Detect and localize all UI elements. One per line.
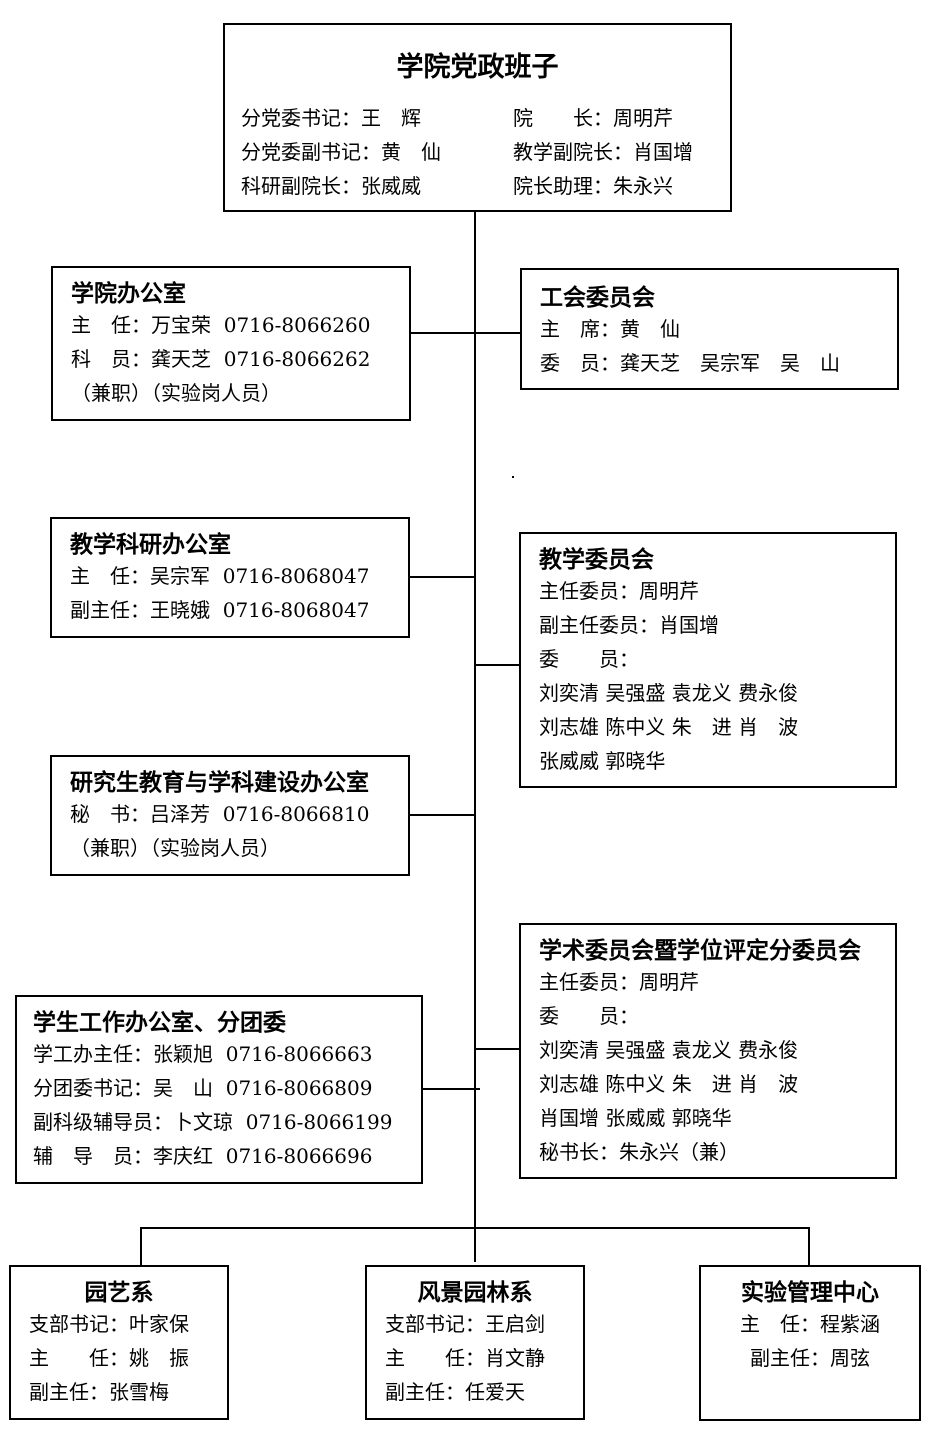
lab-center-box: 实验管理中心 主 任：程紫涵 副主任：周弦 (699, 1265, 921, 1421)
drop-horticulture (140, 1227, 142, 1265)
landscape-row: 主 任：肖文静 (385, 1346, 545, 1370)
lab-center-row: 主 任：程紫涵 (740, 1312, 880, 1336)
academic-committee-row: 肖国增 张威威 郭晓华 (539, 1106, 732, 1130)
branch-teaching-office (410, 576, 476, 578)
teaching-committee-row: 张威威 郭晓华 (539, 749, 666, 773)
student-office-row: 辅 导 员：李庆红 0716-8066696 (33, 1144, 373, 1168)
academic-committee-row: 刘奕清 吴强盛 袁龙义 费永俊 (539, 1038, 799, 1062)
teaching-committee-box: 教学委员会 主任委员：周明芹 副主任委员：肖国增 委 员： 刘奕清 吴强盛 袁龙… (519, 532, 897, 788)
teaching-committee-title: 教学委员会 (539, 546, 654, 573)
teaching-office-row: 主 任：吴宗军 0716-8068047 (70, 564, 370, 588)
academic-committee-box: 学术委员会暨学位评定分委员会 主任委员：周明芹 委 员： 刘奕清 吴强盛 袁龙义… (519, 923, 897, 1179)
academic-committee-title: 学术委员会暨学位评定分委员会 (539, 937, 861, 964)
horticulture-box: 园艺系 支部书记：叶家保 主 任：姚 振 副主任：张雪梅 (9, 1265, 229, 1420)
student-office-row: 分团委书记：吴 山 0716-8066809 (33, 1076, 373, 1100)
grad-office-box: 研究生教育与学科建设办公室 秘 书：吕泽芳 0716-8066810 （兼职）（… (50, 755, 410, 876)
branch-student-office (422, 1088, 480, 1090)
teaching-office-title: 教学科研办公室 (70, 531, 231, 558)
office-row: 科 员：龚天芝 0716-8066262 (71, 347, 371, 371)
leadership-row: 科研副院长：张威威院长助理：朱永兴 (241, 174, 673, 198)
office-title: 学院办公室 (71, 280, 186, 307)
horticulture-row: 支部书记：叶家保 (29, 1312, 189, 1336)
landscape-box: 风景园林系 支部书记：王启剑 主 任：肖文静 副主任：任爱天 (365, 1265, 585, 1420)
teaching-committee-row: 主任委员：周明芹 (539, 579, 699, 603)
union-row: 主 席：黄 仙 (540, 317, 680, 341)
student-office-row: 学工办主任：张颖旭 0716-8066663 (33, 1042, 373, 1066)
drop-lab-center (808, 1227, 810, 1265)
branch-academic-committee (474, 1048, 522, 1050)
horticulture-title: 园艺系 (84, 1279, 154, 1306)
office-row: （兼职）（实验岗人员） (71, 381, 281, 405)
teaching-committee-row: 刘志雄 陈中义 朱 进 肖 波 (539, 715, 799, 739)
landscape-title: 风景园林系 (417, 1279, 533, 1306)
leadership-box: 学院党政班子 分党委书记：王 辉院 长：周明芹 分党委副书记：黄 仙教学副院长：… (223, 23, 732, 212)
academic-committee-row: 主任委员：周明芹 (539, 970, 699, 994)
teaching-office-box: 教学科研办公室 主 任：吴宗军 0716-8068047 副主任：王晓娥 071… (50, 517, 410, 638)
bottom-bus-line (140, 1227, 810, 1229)
teaching-office-row: 副主任：王晓娥 0716-8068047 (70, 598, 370, 622)
office-box: 学院办公室 主 任：万宝荣 0716-8066260 科 员：龚天芝 0716-… (51, 266, 411, 421)
grad-office-title: 研究生教育与学科建设办公室 (70, 769, 369, 796)
stray-dot (512, 476, 514, 478)
branch-grad-office (410, 814, 476, 816)
lab-center-title: 实验管理中心 (741, 1279, 879, 1306)
grad-office-row: 秘 书：吕泽芳 0716-8066810 (70, 802, 370, 826)
union-box: 工会委员会 主 席：黄 仙 委 员：龚天芝 吴宗军 吴 山 (520, 268, 899, 390)
horticulture-row: 主 任：姚 振 (29, 1346, 189, 1370)
leadership-row: 分党委书记：王 辉院 长：周明芹 (241, 106, 673, 130)
union-row: 委 员：龚天芝 吴宗军 吴 山 (540, 351, 840, 375)
academic-committee-row: 刘志雄 陈中义 朱 进 肖 波 (539, 1072, 799, 1096)
union-title: 工会委员会 (540, 284, 655, 311)
landscape-row: 副主任：任爱天 (385, 1380, 525, 1404)
academic-committee-row: 秘书长：朱永兴（兼） (539, 1140, 739, 1164)
student-office-title: 学生工作办公室、分团委 (33, 1009, 286, 1036)
lab-center-row: 副主任：周弦 (750, 1346, 870, 1370)
horticulture-row: 副主任：张雪梅 (29, 1380, 169, 1404)
teaching-committee-row: 副主任委员：肖国增 (539, 613, 719, 637)
branch-office-union (410, 332, 522, 334)
teaching-committee-row: 刘奕清 吴强盛 袁龙义 费永俊 (539, 681, 799, 705)
leadership-row: 分党委副书记：黄 仙教学副院长：肖国增 (241, 140, 693, 164)
grad-office-row: （兼职）（实验岗人员） (70, 836, 280, 860)
student-office-box: 学生工作办公室、分团委 学工办主任：张颖旭 0716-8066663 分团委书记… (15, 995, 423, 1184)
teaching-committee-row: 委 员： (539, 647, 639, 671)
branch-teaching-committee (474, 664, 522, 666)
office-row: 主 任：万宝荣 0716-8066260 (71, 313, 371, 337)
main-trunk-line (474, 210, 476, 1262)
student-office-row: 副科级辅导员：卜文琼 0716-8066199 (33, 1110, 393, 1134)
landscape-row: 支部书记：王启剑 (385, 1312, 545, 1336)
leadership-rows: 分党委书记：王 辉院 长：周明芹 分党委副书记：黄 仙教学副院长：肖国增 科研副… (241, 101, 693, 203)
academic-committee-row: 委 员： (539, 1004, 639, 1028)
leadership-title: 学院党政班子 (396, 52, 559, 83)
